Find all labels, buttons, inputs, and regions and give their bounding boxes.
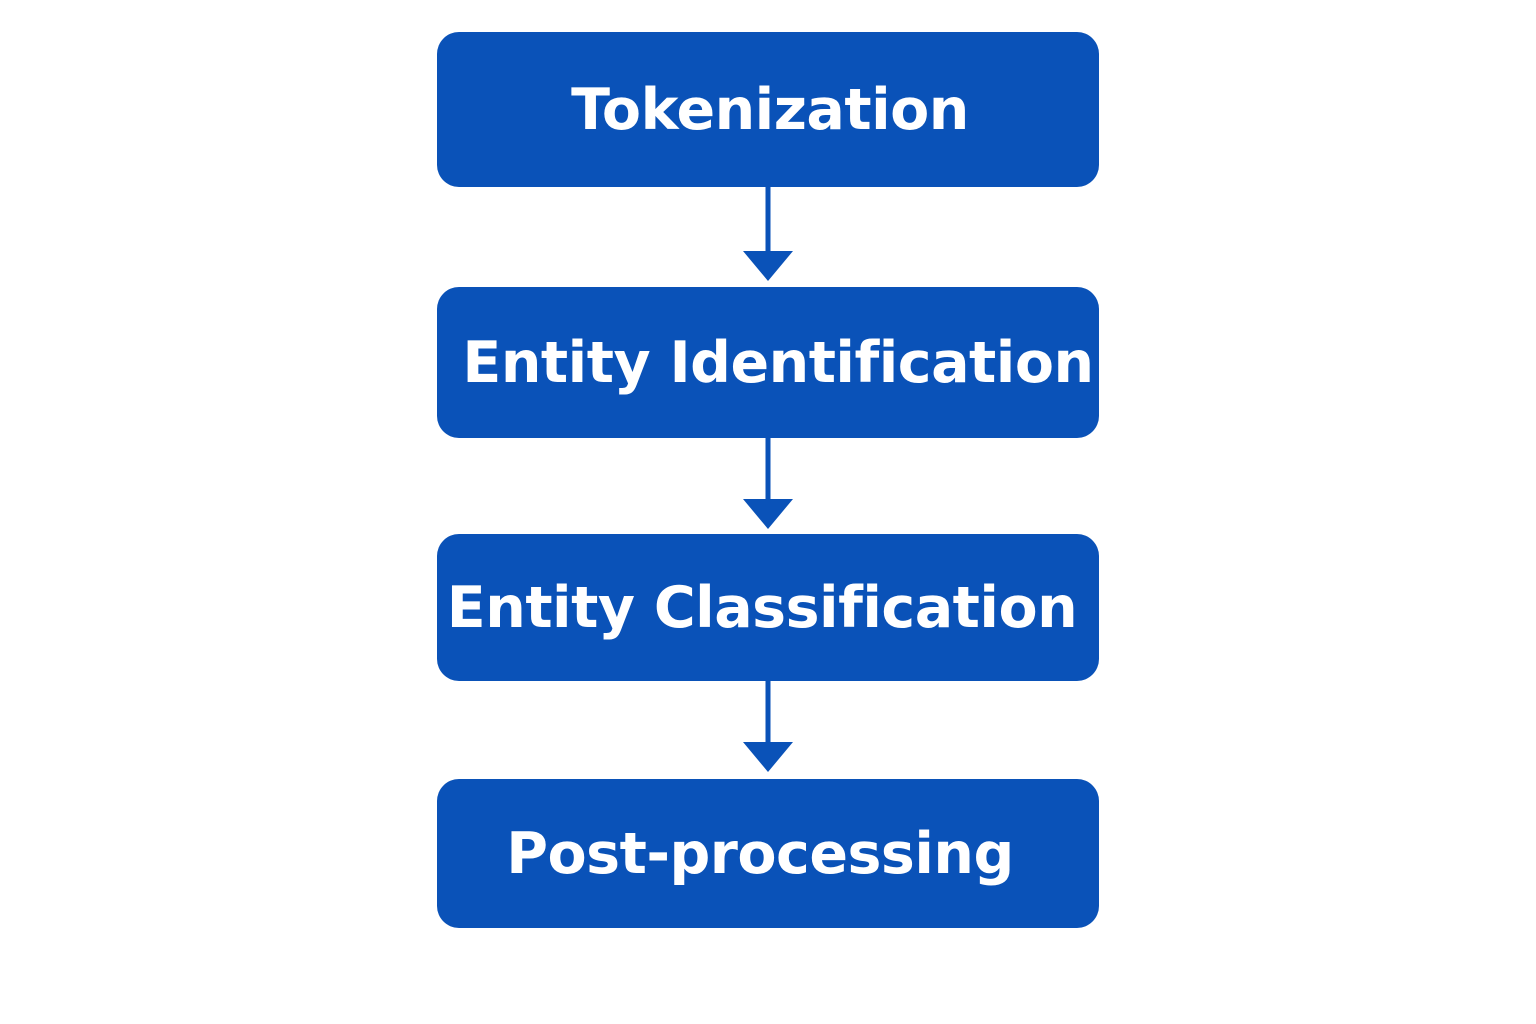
step-label: Entity Classification: [446, 574, 1078, 641]
arrow-3-to-4: [743, 681, 793, 772]
arrow-1-to-2: [743, 187, 793, 281]
step-label: Post-processing: [506, 820, 1014, 887]
step-entity-classification: Entity Classification: [437, 534, 1099, 681]
step-entity-identification: Entity Identification: [437, 287, 1099, 438]
step-post-processing: Post-processing: [437, 779, 1099, 928]
step-label: Tokenization: [571, 76, 969, 143]
step-label: Entity Identification: [462, 329, 1094, 396]
arrow-head-icon: [743, 742, 793, 772]
arrow-2-to-3: [743, 438, 793, 529]
step-tokenization: Tokenization: [437, 32, 1099, 187]
arrow-head-icon: [743, 251, 793, 281]
arrow-head-icon: [743, 499, 793, 529]
